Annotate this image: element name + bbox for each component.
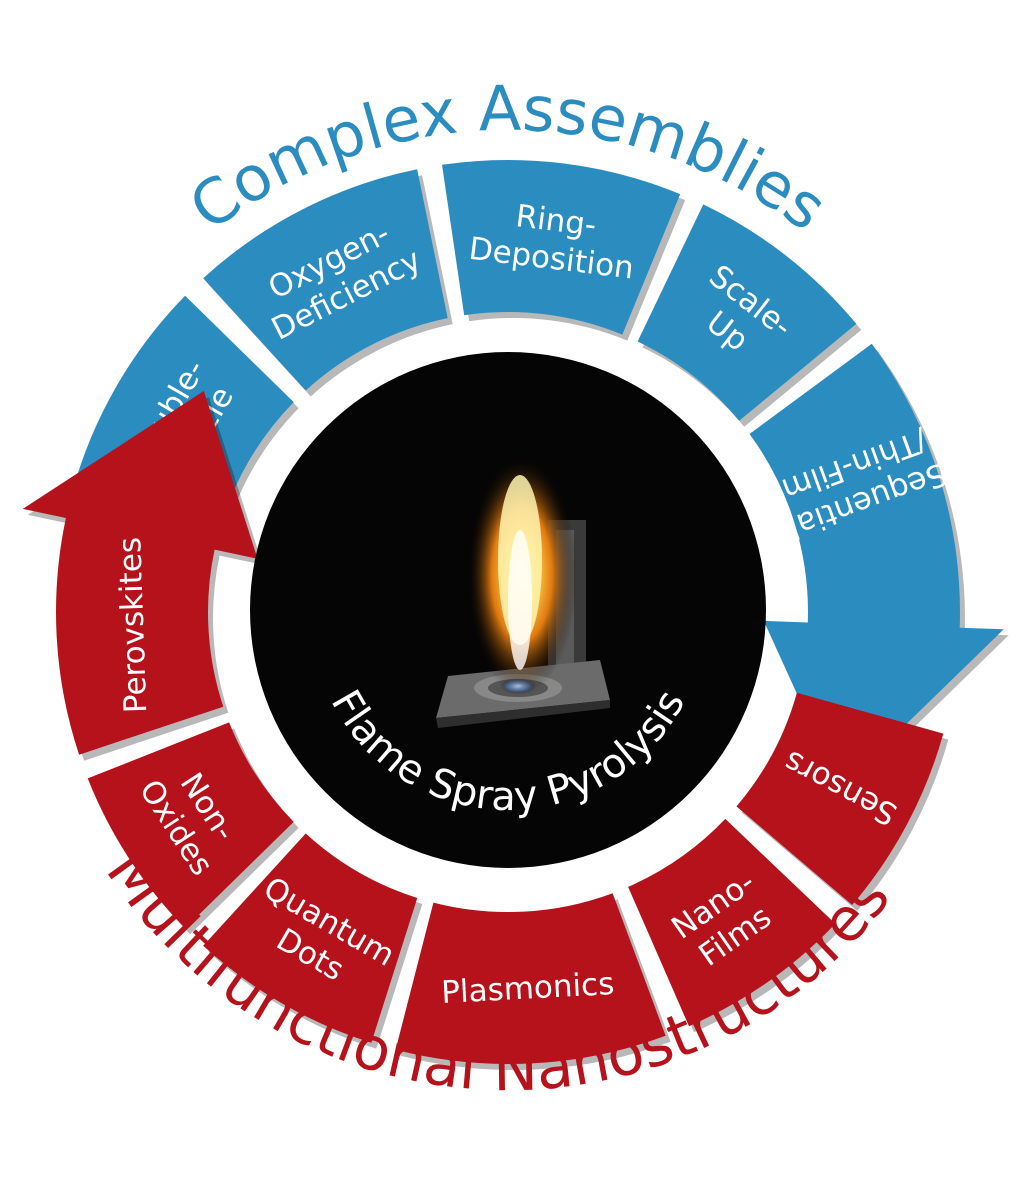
bottom-segment-label-6: Perovskites <box>112 536 154 713</box>
top-segment-4 <box>637 204 857 421</box>
bottom-segment-label-6-line: Perovskites <box>112 536 154 713</box>
bottom-segment-4 <box>203 833 418 1043</box>
top-segment-3 <box>442 159 681 335</box>
complex-assemblies-arc: Double-NozzleOxygen-DeficiencyRing-Depos… <box>72 159 1009 795</box>
bottom-segment-2 <box>628 818 836 1027</box>
bottom-segment-1 <box>736 692 944 905</box>
flame-photo <box>250 352 766 868</box>
bottom-arrow-segment <box>22 391 258 755</box>
multifunctional-nanostructures-arc: SensorsNano-FilmsPlasmonicsQuantumDotsNo… <box>22 391 949 1071</box>
top-arrow-segment <box>749 343 1004 789</box>
bottom-segment-5 <box>87 722 294 929</box>
bottom-segment-3 <box>395 893 666 1065</box>
top-segment-2 <box>203 169 448 391</box>
